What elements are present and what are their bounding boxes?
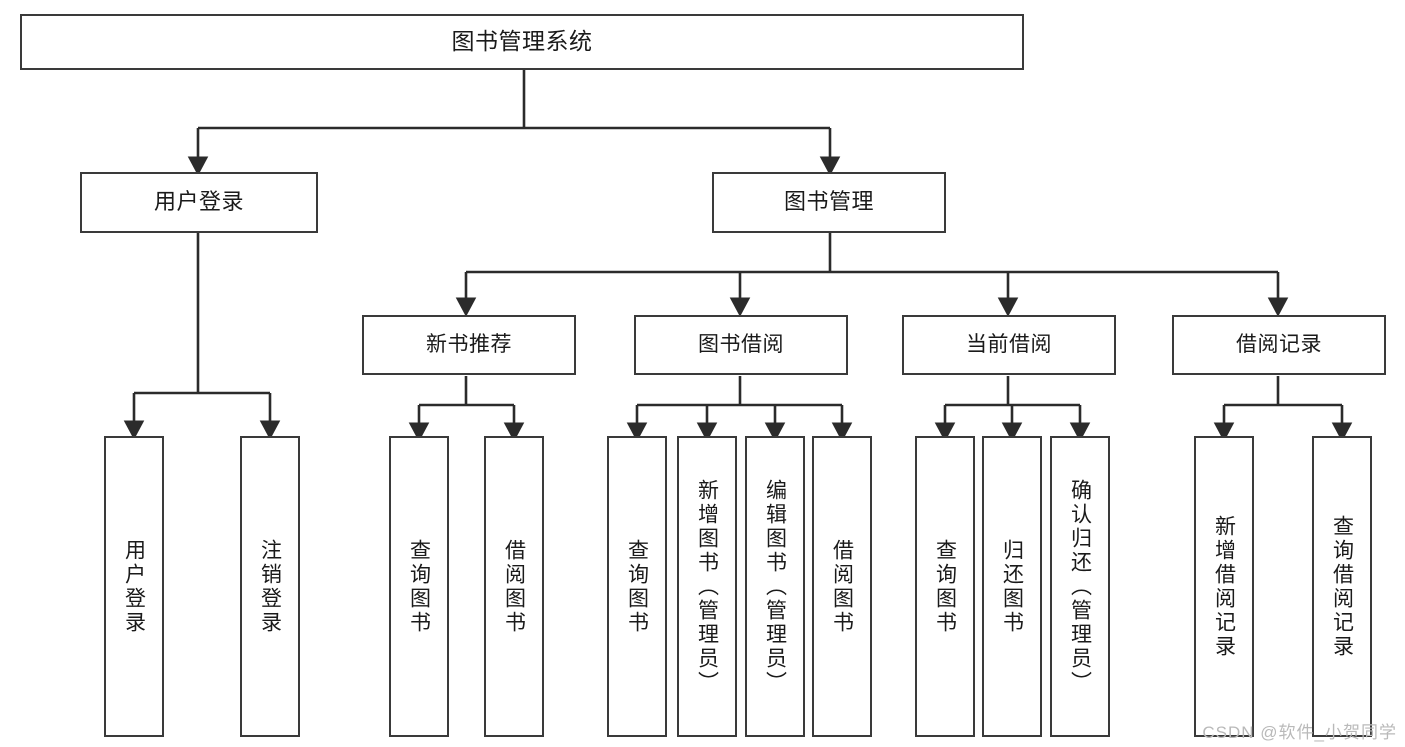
leaf-new-book-query[interactable]: 查询图书 — [389, 436, 449, 737]
node-label: 借阅图书 — [830, 538, 854, 635]
node-label: 查询图书 — [933, 538, 957, 635]
node-label: 图书管理系统 — [451, 28, 593, 55]
connector-group-root — [187, 70, 841, 176]
watermark-text: CSDN @软件_小贺同学 — [1202, 723, 1397, 742]
node-label: 当前借阅 — [966, 333, 1052, 357]
node-book-management[interactable]: 图书管理 — [712, 172, 946, 233]
node-label: 归还图书 — [1000, 538, 1024, 635]
connector-group-book-borrow — [626, 376, 853, 442]
connector-group-borrow-record — [1213, 376, 1353, 442]
node-root-book-management-system[interactable]: 图书管理系统 — [20, 14, 1024, 70]
leaf-user-login-logout[interactable]: 注销登录 — [240, 436, 300, 737]
leaf-user-login-login[interactable]: 用户登录 — [104, 436, 164, 737]
node-user-login[interactable]: 用户登录 — [80, 172, 318, 233]
node-new-book-recommend[interactable]: 新书推荐 — [362, 315, 576, 375]
node-label: 查询图书 — [625, 538, 649, 635]
node-label: 新增图书（管理员） — [695, 478, 719, 695]
node-label: 用户登录 — [153, 189, 244, 215]
connector-group-new-book — [408, 376, 525, 442]
leaf-current-borrow-confirm-admin[interactable]: 确认归还（管理员） — [1050, 436, 1110, 737]
node-book-borrow[interactable]: 图书借阅 — [634, 315, 848, 375]
connector-group-user-login — [123, 233, 281, 440]
node-borrow-record[interactable]: 借阅记录 — [1172, 315, 1386, 375]
node-label: 编辑图书（管理员） — [763, 478, 787, 695]
node-label: 用户登录 — [122, 538, 146, 635]
leaf-borrow-record-query[interactable]: 查询借阅记录 — [1312, 436, 1372, 737]
leaf-book-borrow-query[interactable]: 查询图书 — [607, 436, 667, 737]
node-current-borrow[interactable]: 当前借阅 — [902, 315, 1116, 375]
node-label: 图书管理 — [783, 189, 874, 215]
leaf-borrow-record-add[interactable]: 新增借阅记录 — [1194, 436, 1254, 737]
leaf-book-borrow-borrow[interactable]: 借阅图书 — [812, 436, 872, 737]
node-label: 确认归还（管理员） — [1068, 478, 1092, 695]
node-label: 查询图书 — [407, 538, 431, 635]
node-label: 注销登录 — [258, 538, 282, 635]
node-label: 图书借阅 — [698, 333, 784, 357]
connector-group-current-borrow — [934, 376, 1091, 442]
leaf-current-borrow-return[interactable]: 归还图书 — [982, 436, 1042, 737]
leaf-new-book-borrow[interactable]: 借阅图书 — [484, 436, 544, 737]
node-label: 借阅记录 — [1236, 333, 1322, 357]
node-label: 查询借阅记录 — [1330, 514, 1354, 659]
node-label: 新增借阅记录 — [1212, 514, 1236, 659]
connector-group-book-manage — [455, 233, 1289, 317]
leaf-book-borrow-add-admin[interactable]: 新增图书（管理员） — [677, 436, 737, 737]
node-label: 借阅图书 — [502, 538, 526, 635]
leaf-current-borrow-query[interactable]: 查询图书 — [915, 436, 975, 737]
leaf-book-borrow-edit-admin[interactable]: 编辑图书（管理员） — [745, 436, 805, 737]
node-label: 新书推荐 — [426, 333, 512, 357]
